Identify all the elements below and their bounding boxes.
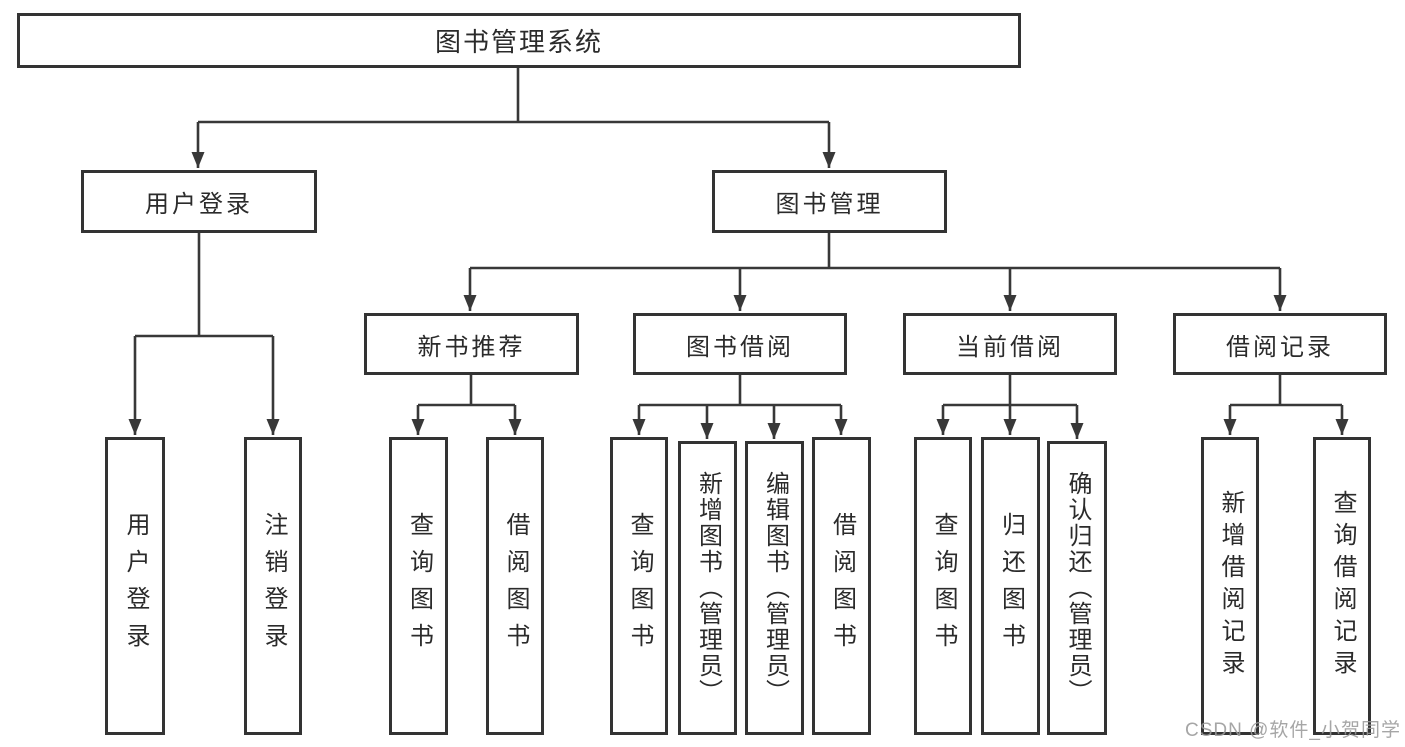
node-label: 图书借阅 (686, 333, 794, 361)
node-library-management-system: 图书管理系统 (17, 13, 1021, 68)
node-user-login: 用户登录 (81, 170, 317, 233)
leaf-edit-book-admin: 编辑图书（管理员） (745, 441, 804, 735)
node-label: 新增借阅记录 (1217, 490, 1244, 682)
node-label: 新增图书（管理员） (694, 471, 722, 705)
csdn-watermark: CSDN @软件_小贺同学 (1185, 720, 1401, 741)
leaf-user-login: 用户登录 (105, 437, 165, 735)
node-book-borrowing: 图书借阅 (633, 313, 847, 375)
node-label: 当前借阅 (956, 333, 1064, 361)
node-label: 归还图书 (997, 512, 1025, 660)
leaf-query-borrow-record: 查询借阅记录 (1313, 437, 1371, 735)
leaf-query-books-recommend: 查询图书 (389, 437, 448, 735)
node-label: 查询图书 (405, 512, 433, 660)
node-current-borrowing: 当前借阅 (903, 313, 1117, 375)
leaf-borrow-books-borrowing: 借阅图书 (812, 437, 871, 735)
leaf-add-book-admin: 新增图书（管理员） (678, 441, 737, 735)
node-label: 查询借阅记录 (1329, 490, 1356, 682)
leaf-borrow-books-recommend: 借阅图书 (486, 437, 544, 735)
node-label: 借阅记录 (1226, 333, 1334, 361)
leaf-query-books-current: 查询图书 (914, 437, 972, 735)
node-label: 查询图书 (626, 512, 653, 660)
node-book-management: 图书管理 (712, 170, 947, 233)
node-label: 用户登录 (122, 512, 149, 660)
node-borrowing-records: 借阅记录 (1173, 313, 1387, 375)
node-label: 查询图书 (930, 512, 957, 660)
node-new-book-recommend: 新书推荐 (364, 313, 579, 375)
node-label: 图书管理系统 (434, 27, 603, 57)
node-label: 借阅图书 (502, 512, 529, 660)
leaf-logout: 注销登录 (244, 437, 302, 735)
node-label: 确认归还（管理员） (1064, 471, 1091, 705)
node-label: 图书管理 (775, 191, 884, 218)
node-label: 借阅图书 (828, 512, 856, 660)
node-label: 用户登录 (145, 191, 253, 218)
node-label: 注销登录 (260, 512, 287, 660)
leaf-confirm-return-admin: 确认归还（管理员） (1047, 441, 1107, 735)
leaf-query-books-borrowing: 查询图书 (610, 437, 668, 735)
leaf-return-books: 归还图书 (981, 437, 1040, 735)
node-label: 新书推荐 (417, 333, 526, 361)
node-label: 编辑图书（管理员） (761, 471, 789, 705)
leaf-add-borrow-record: 新增借阅记录 (1201, 437, 1259, 735)
